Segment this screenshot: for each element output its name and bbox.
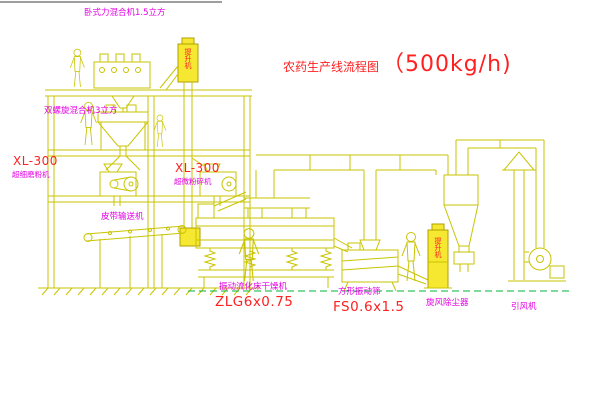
label-screen-name: 方形振动筛 xyxy=(338,287,381,297)
belt-conveyor-drawing xyxy=(83,225,187,288)
induced-draft-fan-drawing xyxy=(524,247,566,282)
label-mill-left-name: 超细磨粉机 xyxy=(12,170,50,179)
label-mill-left-model: XL-300 xyxy=(13,154,58,168)
label-screw-mixer: 双螺旋混合机3立方 xyxy=(44,106,118,116)
label-elevator-2: 提升机 xyxy=(434,237,442,258)
label-cyclone: 旋风除尘器 xyxy=(426,298,469,308)
label-horizontal-mixer: 卧式力混合机1.5立方 xyxy=(84,8,166,18)
screen-riser-drawing xyxy=(359,170,381,251)
fluid-bed-dryer-drawing xyxy=(195,197,353,288)
vibrating-screen-drawing xyxy=(341,242,429,292)
building-structure xyxy=(38,89,260,296)
drawing-title: 农药生产线流程图 （500kg/h) xyxy=(283,46,512,78)
cyclone-outlet-duct-drawing xyxy=(456,139,545,248)
dryer-feed-chute-drawing xyxy=(213,191,247,212)
person-figure-1 xyxy=(69,48,85,88)
title-capacity: （500kg/h) xyxy=(382,52,512,77)
mill-right-drawing xyxy=(191,157,237,206)
label-elevator-1: 提升机 xyxy=(184,48,192,69)
exhaust-stack-drawing xyxy=(502,151,536,282)
label-fan: 引风机 xyxy=(511,302,537,312)
label-mill-right-name: 超微粉碎机 xyxy=(174,177,212,186)
label-dryer-model: ZLG6x0.75 xyxy=(215,294,294,310)
cone-mixer-drawing xyxy=(96,104,150,171)
cyclone-drawing xyxy=(443,140,479,272)
exhaust-duct-drawing xyxy=(255,154,449,198)
label-mill-right-model: XL-300 xyxy=(175,161,220,175)
mill-left-drawing xyxy=(99,163,139,206)
person-figure-5 xyxy=(401,232,421,282)
label-dryer-name: 振动流化床干燥机 xyxy=(219,282,288,292)
bucket-elevator-1-drawing xyxy=(159,37,201,247)
bucket-elevator-2-drawing xyxy=(424,223,452,289)
label-belt-conveyor: 皮带输送机 xyxy=(101,212,144,222)
horizontal-mixer-drawing xyxy=(93,53,151,112)
label-screen-model: FS0.6x1.5 xyxy=(333,299,405,315)
title-text: 农药生产线流程图 xyxy=(283,60,380,74)
person-figure-3 xyxy=(153,114,167,148)
